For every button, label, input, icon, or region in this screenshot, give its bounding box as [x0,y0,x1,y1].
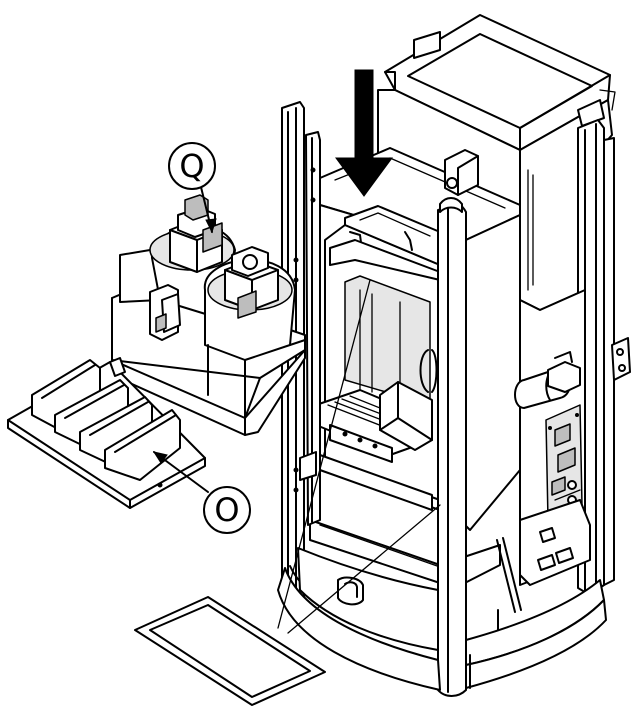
callout-q: Q [168,142,216,190]
gasket-leader-lines [277,279,441,634]
stove-base [277,547,607,691]
down-arrow [335,69,393,197]
firebox-body [309,147,521,589]
callout-o-circle [203,486,251,534]
door-gasket-part [134,596,326,706]
fan-assembly-part [111,194,306,436]
callout-q-label: Q [179,147,204,185]
centre-column-frame [437,197,467,697]
heat-exchanger-baffle-part [7,357,206,509]
callout-leader-lines [152,182,217,493]
callout-o: O [203,486,251,534]
callout-q-circle [168,142,216,190]
callout-o-label: O [214,491,239,529]
electronics-compartment [496,289,591,613]
